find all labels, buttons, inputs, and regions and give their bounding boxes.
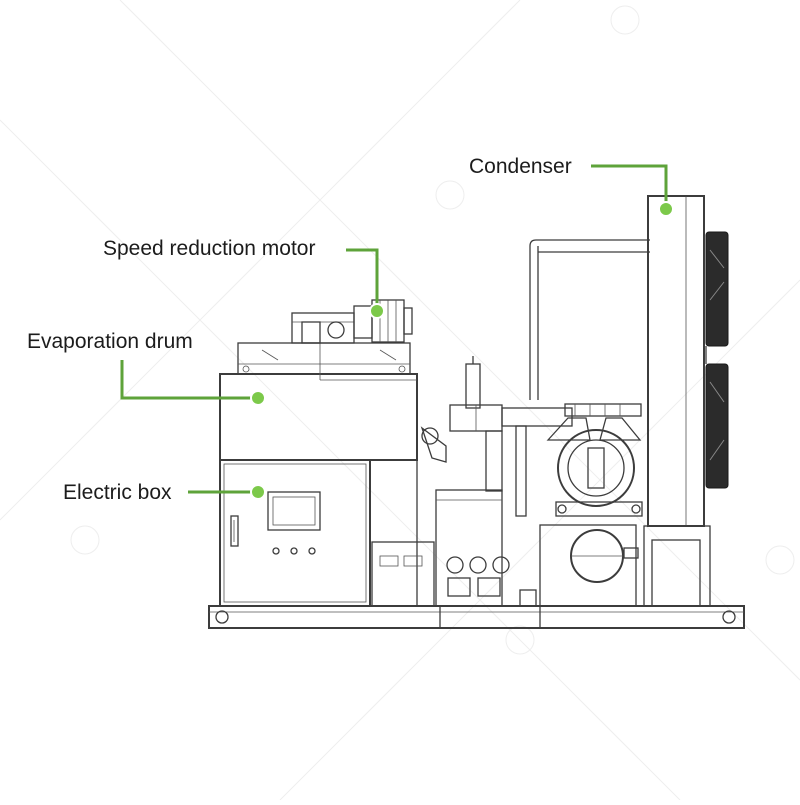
callout-condenser: Condenser <box>469 155 674 217</box>
electric-box-marker-dot <box>250 484 266 500</box>
motor-marker-dot <box>369 303 385 319</box>
condenser-marker-dot <box>658 201 674 217</box>
receiver-tank <box>539 524 639 607</box>
ice-chute-section <box>371 489 537 607</box>
flake-ice-machine-drawing <box>208 195 745 629</box>
condenser-unit <box>643 195 711 607</box>
evaporation-drum-housing <box>219 342 418 606</box>
callout-electric-box: Electric box <box>63 481 266 504</box>
condenser-label: Condenser <box>469 155 572 178</box>
callout-speed-reduction-motor: Speed reduction motor <box>103 237 385 319</box>
speed-reduction-motor-label: Speed reduction motor <box>103 237 315 260</box>
electric-box-cabinet <box>219 459 371 607</box>
base-frame <box>208 605 745 629</box>
compressor <box>546 403 643 517</box>
condenser-fans <box>705 231 729 489</box>
electric-box-label: Electric box <box>63 481 172 504</box>
drum-marker-dot <box>250 390 266 406</box>
speed-reduction-motor-assembly <box>291 299 413 344</box>
refrigerant-piping <box>420 239 650 517</box>
callout-evaporation-drum: Evaporation drum <box>27 330 266 406</box>
evaporation-drum-label: Evaporation drum <box>27 330 193 353</box>
